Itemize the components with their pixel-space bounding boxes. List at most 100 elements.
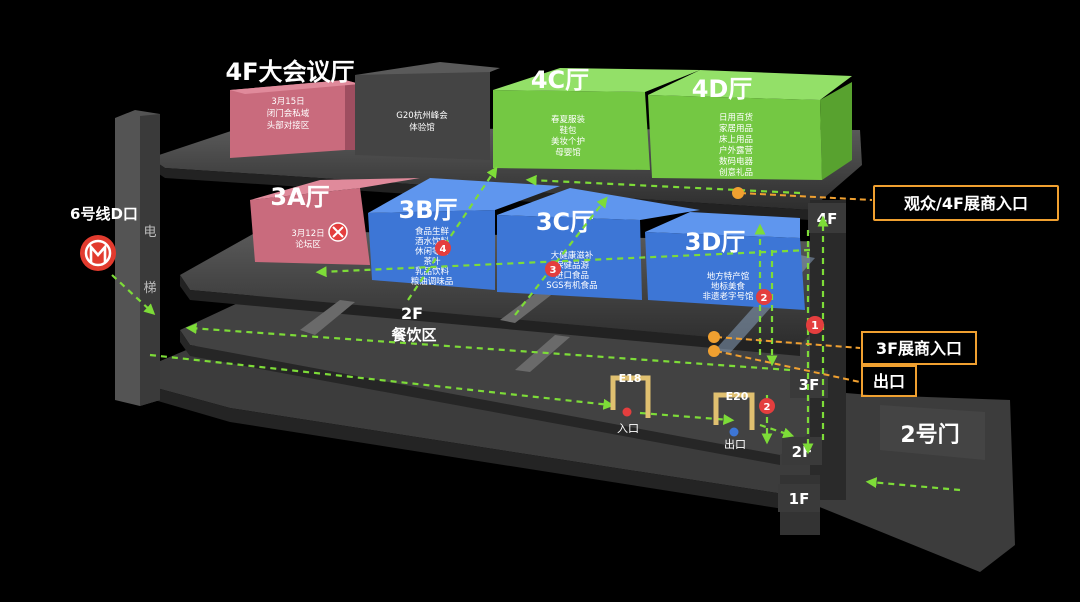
floor-slab-3f-edge: [180, 275, 800, 356]
callout-audience-text: 观众/4F展商入口: [904, 194, 1028, 213]
hall-4f-title: 4F大会议厅: [225, 58, 354, 86]
entrance-e18[interactable]: E18 入口: [610, 372, 651, 435]
e20-code: E20: [726, 390, 749, 403]
hall-3b-line-3: 休闲零食: [415, 246, 450, 257]
route-up-3c: [514, 196, 608, 316]
hall-3b-line-5: 乳品饮料: [415, 266, 450, 277]
metro-icon: [80, 235, 116, 271]
callout-exit-text: 出口: [873, 372, 905, 391]
hall-3a-line-1: 3月12日: [291, 229, 324, 239]
gate-2[interactable]: 2号门: [880, 405, 985, 460]
callout-3f-exhibitor-text: 3F展商入口: [876, 339, 962, 358]
route-e18-to-e20: [639, 411, 735, 425]
marker-3: 3: [545, 261, 561, 277]
g20-line-2: 体验馆: [409, 122, 435, 133]
hall-4d-line-1: 日用百货: [719, 112, 754, 123]
hall-3d-title: 3D厅: [685, 228, 746, 256]
hall-4c-title: 4C厅: [531, 66, 589, 94]
hall-4d-line-2: 家居用品: [719, 123, 753, 134]
floor-slab-1f-edge: [120, 378, 790, 510]
floor-tower: 4F 3F 2F 1F: [778, 200, 846, 535]
e18-label: 入口: [617, 422, 639, 435]
marker-1: 1: [806, 316, 824, 334]
marker-2-lower: 2: [759, 398, 775, 414]
elevator-char-2: 梯: [143, 281, 156, 296]
hall-4f-line-3: 头部对接区: [267, 120, 310, 131]
hall-4d-title: 4D厅: [692, 75, 753, 103]
e20-dot: [729, 427, 739, 437]
floor-tag-box-2f: [782, 437, 822, 465]
hall-4d-line-4: 户外露营: [719, 145, 753, 156]
route-up-3b: [407, 166, 498, 301]
floor-tag-box-1f: [778, 484, 820, 512]
hall-4d-line-6: 创意礼品: [719, 167, 753, 178]
route-1f-to-e18: [149, 353, 615, 410]
route-metro-to-column: [111, 274, 156, 315]
hall-3c-line-2: 保健品源: [555, 260, 590, 271]
hall-4f-line-1: 3月15日: [271, 97, 304, 107]
route-2f-main: [185, 322, 791, 372]
hall-4c-line-1: 春夏服装: [551, 114, 586, 125]
metro-label: 6号线D口: [70, 205, 138, 223]
route-e20-to-2f: [759, 423, 795, 439]
marker-4: 4: [435, 240, 451, 256]
hall-4c-line-4: 母婴馆: [555, 147, 581, 158]
hall-4d[interactable]: 4D厅 日用百货 家居用品 床上用品 户外露营 数码电器 创意礼品: [648, 70, 852, 180]
hall-3c[interactable]: 3C厅 大健康滋补 保健品源 进口食品 SGS有机食品: [497, 188, 700, 300]
dining-floor: 2F: [401, 304, 423, 323]
route-lines: [111, 166, 961, 492]
hall-3a-line-2: 论坛区: [295, 239, 321, 250]
hall-4d-line-3: 床上用品: [719, 134, 753, 145]
hall-3c-title: 3C厅: [536, 208, 594, 236]
elevator-char-1: 电: [143, 225, 156, 240]
g20-line-1: G20杭州峰会: [396, 110, 448, 121]
hall-g20-experience[interactable]: G20杭州峰会 体验馆: [355, 62, 500, 160]
callout-audience-entrance: 观众/4F展商入口: [732, 185, 1059, 221]
dining-label: 餐饮区: [391, 326, 436, 344]
hall-3d-line-2: 地标美食: [711, 281, 746, 292]
gate-2-label: 2号门: [900, 422, 959, 448]
hall-3c-line-3: 进口食品: [555, 270, 589, 281]
hall-3b-line-6: 粮油调味品: [411, 276, 454, 287]
hall-3c-line-1: 大健康滋补: [551, 250, 594, 261]
e20-label: 出口: [724, 437, 746, 451]
elevator-column: 电 梯: [115, 110, 160, 406]
hall-4c-line-2: 鞋包: [559, 125, 577, 136]
floor-tag-2f: 2F: [792, 443, 813, 461]
hall-4f-conference[interactable]: 4F大会议厅 3月15日 闭门会私域 头部对接区: [225, 58, 360, 158]
e18-dot: [622, 407, 632, 417]
entrance-e20[interactable]: E20 出口: [713, 390, 755, 451]
hall-3b[interactable]: 3B厅 食品生鲜 酒水饮料 休闲零食 茶叶 乳品饮料 粮油调味品: [368, 178, 560, 290]
hall-3b-line-4: 茶叶: [423, 256, 441, 267]
closed-icon: [328, 222, 348, 242]
hall-3b-title: 3B厅: [399, 196, 458, 224]
hall-3d[interactable]: 3D厅 地方特产馆 地标美食 非遗老字号馆: [645, 212, 805, 310]
callout-exit: 出口: [708, 345, 917, 397]
hall-4c-line-3: 美妆个护: [551, 136, 585, 147]
svg-text:2: 2: [761, 293, 768, 304]
hall-4c[interactable]: 4C厅 春夏服装 鞋包 美妆个护 母婴馆: [493, 66, 700, 170]
svg-text:2: 2: [764, 402, 771, 413]
floor-slab-2f-edge: [180, 330, 780, 465]
hall-3d-line-1: 地方特产馆: [707, 271, 750, 282]
route-gate-2: [865, 477, 961, 492]
hall-3d-line-3: 非遗老字号馆: [702, 291, 753, 302]
hall-4f-line-2: 闭门会私域: [267, 108, 310, 119]
svg-text:1: 1: [811, 319, 819, 332]
route-4f: [525, 174, 801, 195]
svg-text:3: 3: [550, 265, 557, 276]
svg-text:4: 4: [440, 244, 447, 255]
marker-2: 2: [756, 289, 772, 305]
hall-3b-line-1: 食品生鲜: [415, 226, 450, 237]
hall-3a[interactable]: 3A厅 3月12日 论坛区: [250, 178, 420, 265]
route-3f-left: [315, 248, 811, 278]
callout-3f-exhibitor: 3F展商入口: [708, 331, 977, 365]
hall-3c-line-4: SGS有机食品: [546, 280, 597, 291]
floor-tag-1f: 1F: [789, 490, 810, 508]
hall-3a-title: 3A厅: [270, 183, 329, 211]
floor-tag-4f: 4F: [817, 210, 838, 228]
hall-4d-line-5: 数码电器: [719, 156, 754, 167]
e18-code: E18: [619, 372, 642, 385]
hall-3b-line-2: 酒水饮料: [415, 236, 450, 247]
